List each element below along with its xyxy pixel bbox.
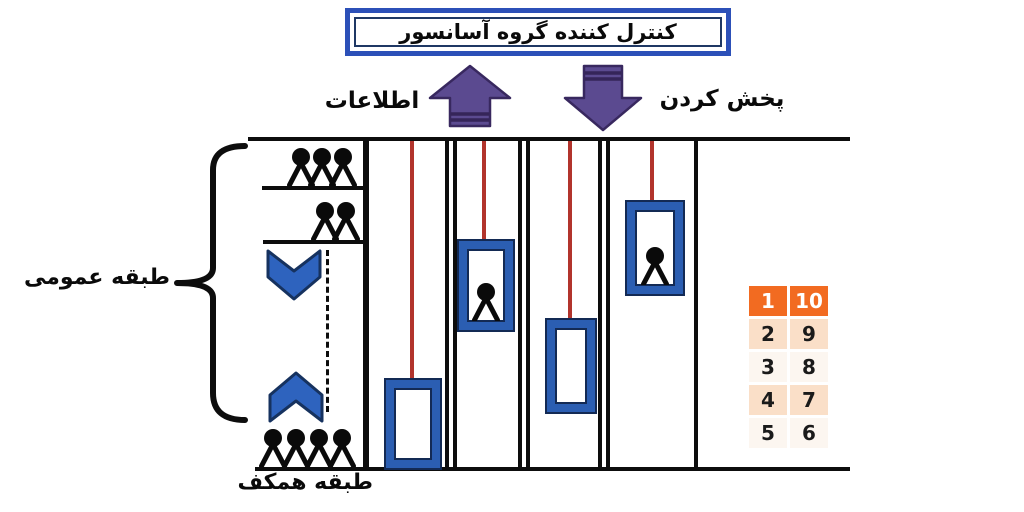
waiting-group-upper-floor: [286, 148, 360, 186]
shaft-wall-3a: [518, 137, 522, 471]
table-row: 5 6: [749, 418, 828, 448]
group-controller-label: کنترل کننده گروه آسانسور: [399, 20, 677, 44]
shaft-wall-4a: [598, 137, 602, 471]
waiting-group-middle-floor: [310, 202, 363, 240]
broadcast-label: پخش کردن: [659, 86, 785, 112]
cable-shaft-2: [482, 141, 486, 242]
public-floors-brace: [174, 143, 248, 423]
up-arrow-icon: [428, 64, 512, 128]
ground-line: [255, 467, 850, 471]
ground-floor-label: طبقه همکف: [237, 470, 373, 495]
building-top-line: [248, 137, 850, 141]
table-cell: 4: [749, 385, 787, 415]
dashed-queue-line: [326, 250, 329, 412]
table-cell: 5: [749, 418, 787, 448]
table-row: 2 9: [749, 319, 828, 349]
group-controller-box: کنترل کننده گروه آسانسور: [345, 8, 731, 56]
group-controller-inner-frame: کنترل کننده گروه آسانسور: [354, 17, 722, 47]
person-icon: [640, 247, 670, 285]
shaft-wall-2b: [453, 137, 457, 471]
shaft-wall-1: [363, 137, 369, 471]
information-label: اطلاعات: [324, 88, 420, 114]
shaft-wall-5: [694, 137, 698, 471]
cable-shaft-3: [568, 141, 572, 321]
down-arrow-icon: [563, 64, 643, 132]
elevator-car-3-empty: [547, 320, 595, 412]
table-cell: 6: [790, 418, 828, 448]
table-header-cell: 10: [790, 286, 828, 316]
table-row: 4 7: [749, 385, 828, 415]
table-cell: 8: [790, 352, 828, 382]
table-cell: 2: [749, 319, 787, 349]
floor-line-middle: [263, 240, 369, 244]
elevator-car-1-empty: [386, 380, 440, 468]
public-floor-label: طبقه عمومی: [24, 265, 170, 290]
table-header-cell: 1: [749, 286, 787, 316]
shaft-wall-4b: [606, 137, 610, 471]
shaft-wall-3b: [526, 137, 530, 471]
chevron-down-icon: [266, 249, 322, 301]
floor-line-upper: [262, 186, 369, 190]
waiting-group-ground-floor: [258, 429, 358, 467]
shaft-wall-2a: [445, 137, 449, 471]
table-row: 3 8: [749, 352, 828, 382]
table-cell: 7: [790, 385, 828, 415]
chevron-up-icon: [268, 371, 324, 423]
cable-shaft-4: [650, 141, 654, 204]
table-cell: 3: [749, 352, 787, 382]
table-header-row: 1 10: [749, 286, 828, 316]
floor-assignment-table: 1 10 2 9 3 8 4 7 5 6: [746, 283, 831, 451]
person-icon: [471, 283, 501, 321]
table-cell: 9: [790, 319, 828, 349]
cable-shaft-1: [410, 141, 414, 381]
elevator-car-2-occupied: [459, 241, 513, 330]
elevator-car-4-occupied: [627, 202, 683, 294]
